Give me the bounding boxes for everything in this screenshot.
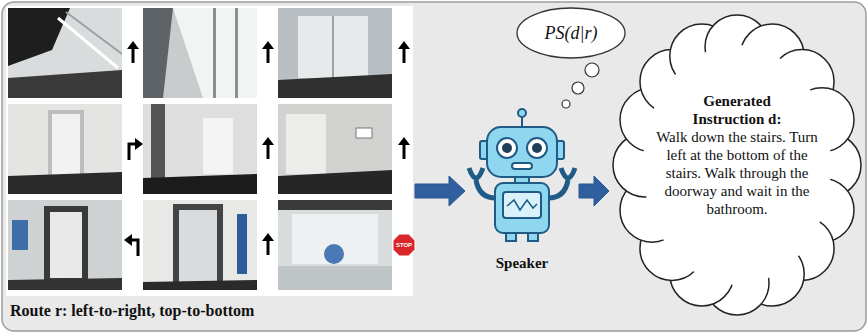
route-photo (143, 8, 257, 98)
stop-sign (393, 234, 415, 256)
probability-formula: PS(d|r) (545, 23, 598, 44)
instruction-heading: Generated Instruction d: (682, 92, 792, 128)
route-photo (143, 104, 257, 194)
flow-arrow (415, 176, 465, 206)
route-photo (8, 8, 122, 98)
route-caption: Route r: left-to-right, top-to-bottom (10, 302, 254, 320)
photo-panel (6, 6, 413, 296)
thought-bubble: PS(d|r) (515, 6, 627, 60)
bubble-outline (517, 8, 625, 58)
cloud-fill (643, 45, 831, 285)
speaker-label: Speaker (496, 255, 549, 272)
speaker-robot: Speaker (468, 108, 576, 274)
route-photo (8, 104, 122, 194)
instruction-text: Walk down the stairs. Turn left at the b… (652, 128, 822, 218)
route-photo (143, 200, 257, 290)
route-photo (8, 200, 122, 290)
robot-illustration (469, 109, 575, 241)
direction-arrows (124, 41, 410, 256)
instruction-cloud: Generated Instruction d:Walk down the st… (612, 12, 862, 318)
route-panel: Route r: left-to-right, top-to-bottom (6, 6, 412, 326)
thought-dots (562, 63, 599, 108)
route-photo (278, 200, 392, 290)
route-photo (278, 104, 392, 194)
stop-label: STOP (393, 240, 415, 250)
route-photo (278, 8, 392, 98)
flow-arrow (579, 176, 609, 206)
